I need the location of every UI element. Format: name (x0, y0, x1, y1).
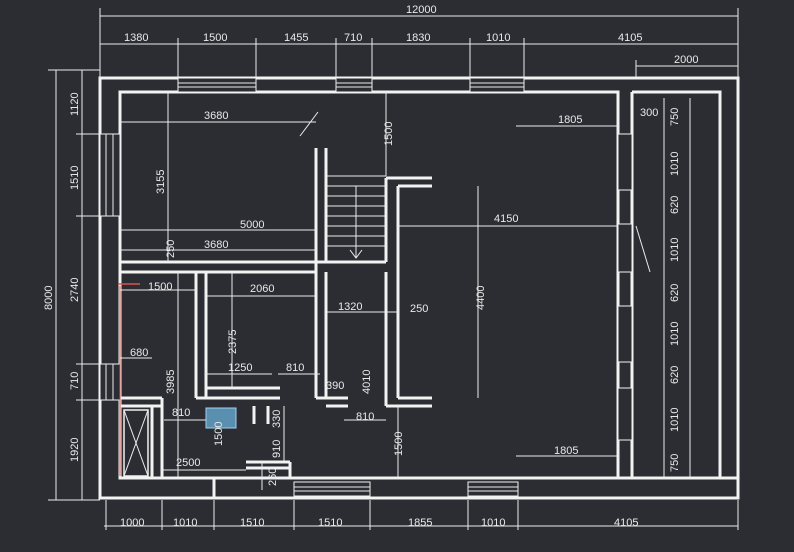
dim-right-1010c: 1010 (669, 322, 681, 346)
top-dimension-text: 12000 1380 1500 1455 710 1830 1010 4105 … (124, 4, 698, 66)
dim-1500-lower: 1500 (393, 432, 405, 456)
dim-bottom-1510a: 1510 (240, 517, 264, 529)
dim-3680-top: 3680 (204, 110, 228, 122)
interior-dimension-text: 3680 3155 1500 1805 5000 4150 250 3680 1… (130, 110, 582, 486)
bottom-dimension-text: 1000 1010 1510 1510 1855 1010 4105 (120, 517, 638, 529)
dim-1500-upper: 1500 (383, 122, 395, 146)
dim-1805-upper: 1805 (558, 114, 582, 126)
windows (99, 77, 633, 497)
dim-left-overall: 8000 (43, 286, 55, 310)
bottom-dimension-lines (104, 500, 739, 530)
dim-top-1500: 1500 (203, 32, 227, 44)
dim-bottom-1000: 1000 (120, 517, 144, 529)
dim-left-1120: 1120 (69, 92, 81, 116)
dim-810-a: 810 (286, 362, 304, 374)
dim-1805-lower: 1805 (554, 445, 578, 457)
dim-top-1830: 1830 (406, 32, 430, 44)
dim-left-2740: 2740 (69, 278, 81, 302)
dim-390: 390 (326, 380, 344, 392)
staircase (326, 175, 386, 259)
dim-810-c: 810 (356, 411, 374, 423)
dim-4400: 4400 (475, 286, 487, 310)
stove-icon (205, 407, 237, 429)
dim-top-1380: 1380 (124, 32, 148, 44)
dim-bottom-1510b: 1510 (318, 517, 342, 529)
fixtures (118, 111, 651, 477)
dim-3985: 3985 (165, 370, 177, 394)
right-dimension-lines (663, 98, 691, 478)
dim-right-300: 300 (640, 107, 658, 119)
left-dimension-text: 8000 1120 1510 2740 710 1920 (43, 92, 81, 462)
dim-2375: 2375 (227, 330, 239, 354)
dim-1250: 1250 (228, 362, 252, 374)
dim-left-1510: 1510 (69, 166, 81, 190)
dim-top-710: 710 (344, 32, 362, 44)
dim-left-710: 710 (69, 372, 81, 390)
dim-top-1455: 1455 (284, 32, 308, 44)
interior-dimension-lines (120, 92, 618, 490)
dim-top-2000: 2000 (674, 54, 698, 66)
dim-right-750a: 750 (669, 108, 681, 126)
dim-top-overall: 12000 (406, 4, 437, 16)
dim-right-620b: 620 (669, 284, 681, 302)
dim-250-a: 250 (165, 240, 177, 258)
dim-4150: 4150 (494, 213, 518, 225)
interior-walls (120, 148, 432, 498)
dim-1320: 1320 (338, 301, 362, 313)
dim-2500: 2500 (176, 457, 200, 469)
dim-5000: 5000 (240, 219, 264, 231)
dim-right-1010b: 1010 (669, 238, 681, 262)
dim-bottom-1010: 1010 (173, 517, 197, 529)
dim-330: 330 (271, 410, 283, 428)
dim-bottom-4105: 4105 (614, 517, 638, 529)
dim-1500-left: 1500 (148, 281, 172, 293)
dim-bottom-1010b: 1010 (481, 517, 505, 529)
dim-bottom-1855: 1855 (408, 517, 432, 529)
dim-right-620a: 620 (669, 196, 681, 214)
dim-3155: 3155 (155, 170, 167, 194)
dim-right-620c: 620 (669, 366, 681, 384)
dim-top-1010: 1010 (486, 32, 510, 44)
top-dimension-lines (99, 8, 739, 78)
dim-1500-v: 1500 (213, 422, 225, 446)
dim-680: 680 (130, 347, 148, 359)
dim-4010: 4010 (361, 370, 373, 394)
dim-250-b: 250 (410, 303, 428, 315)
right-dimension-text: 300 750 1010 620 1010 620 1010 620 1010 … (640, 107, 681, 472)
dim-right-750b: 750 (669, 454, 681, 472)
dim-810-b: 810 (172, 407, 190, 419)
dim-top-4105: 4105 (618, 32, 642, 44)
left-dimension-lines (48, 69, 100, 501)
dim-3680-mid: 3680 (204, 239, 228, 251)
dim-right-1010d: 1010 (669, 408, 681, 432)
dim-260: 260 (267, 468, 279, 486)
dim-910: 910 (271, 440, 283, 458)
dim-left-1920: 1920 (69, 438, 81, 462)
dim-2060: 2060 (250, 283, 274, 295)
dim-right-1010a: 1010 (669, 152, 681, 176)
